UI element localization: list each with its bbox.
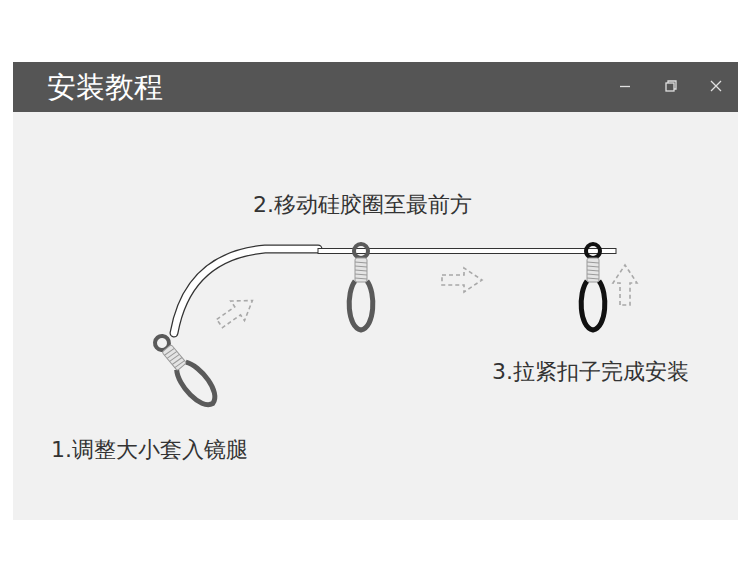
- silicone-loop: [349, 244, 373, 330]
- step-label: 2.移动硅胶圈至最前方: [253, 191, 472, 219]
- direction-arrow: [442, 268, 482, 292]
- silicone-loop: [148, 330, 221, 411]
- window-controls: [620, 81, 721, 91]
- direction-arrow: [213, 291, 260, 334]
- window-title: 安装教程: [47, 64, 163, 110]
- direction-arrow: [613, 265, 637, 305]
- temple-rod: [318, 249, 616, 254]
- silicone-loop: [581, 244, 605, 330]
- step-label: 3.拉紧扣子完成安装: [492, 358, 689, 386]
- step-label: 1.调整大小套入镜腿: [51, 436, 248, 464]
- window-panel: [13, 62, 738, 520]
- title-bar: [13, 62, 738, 112]
- temple-tube: [174, 249, 318, 333]
